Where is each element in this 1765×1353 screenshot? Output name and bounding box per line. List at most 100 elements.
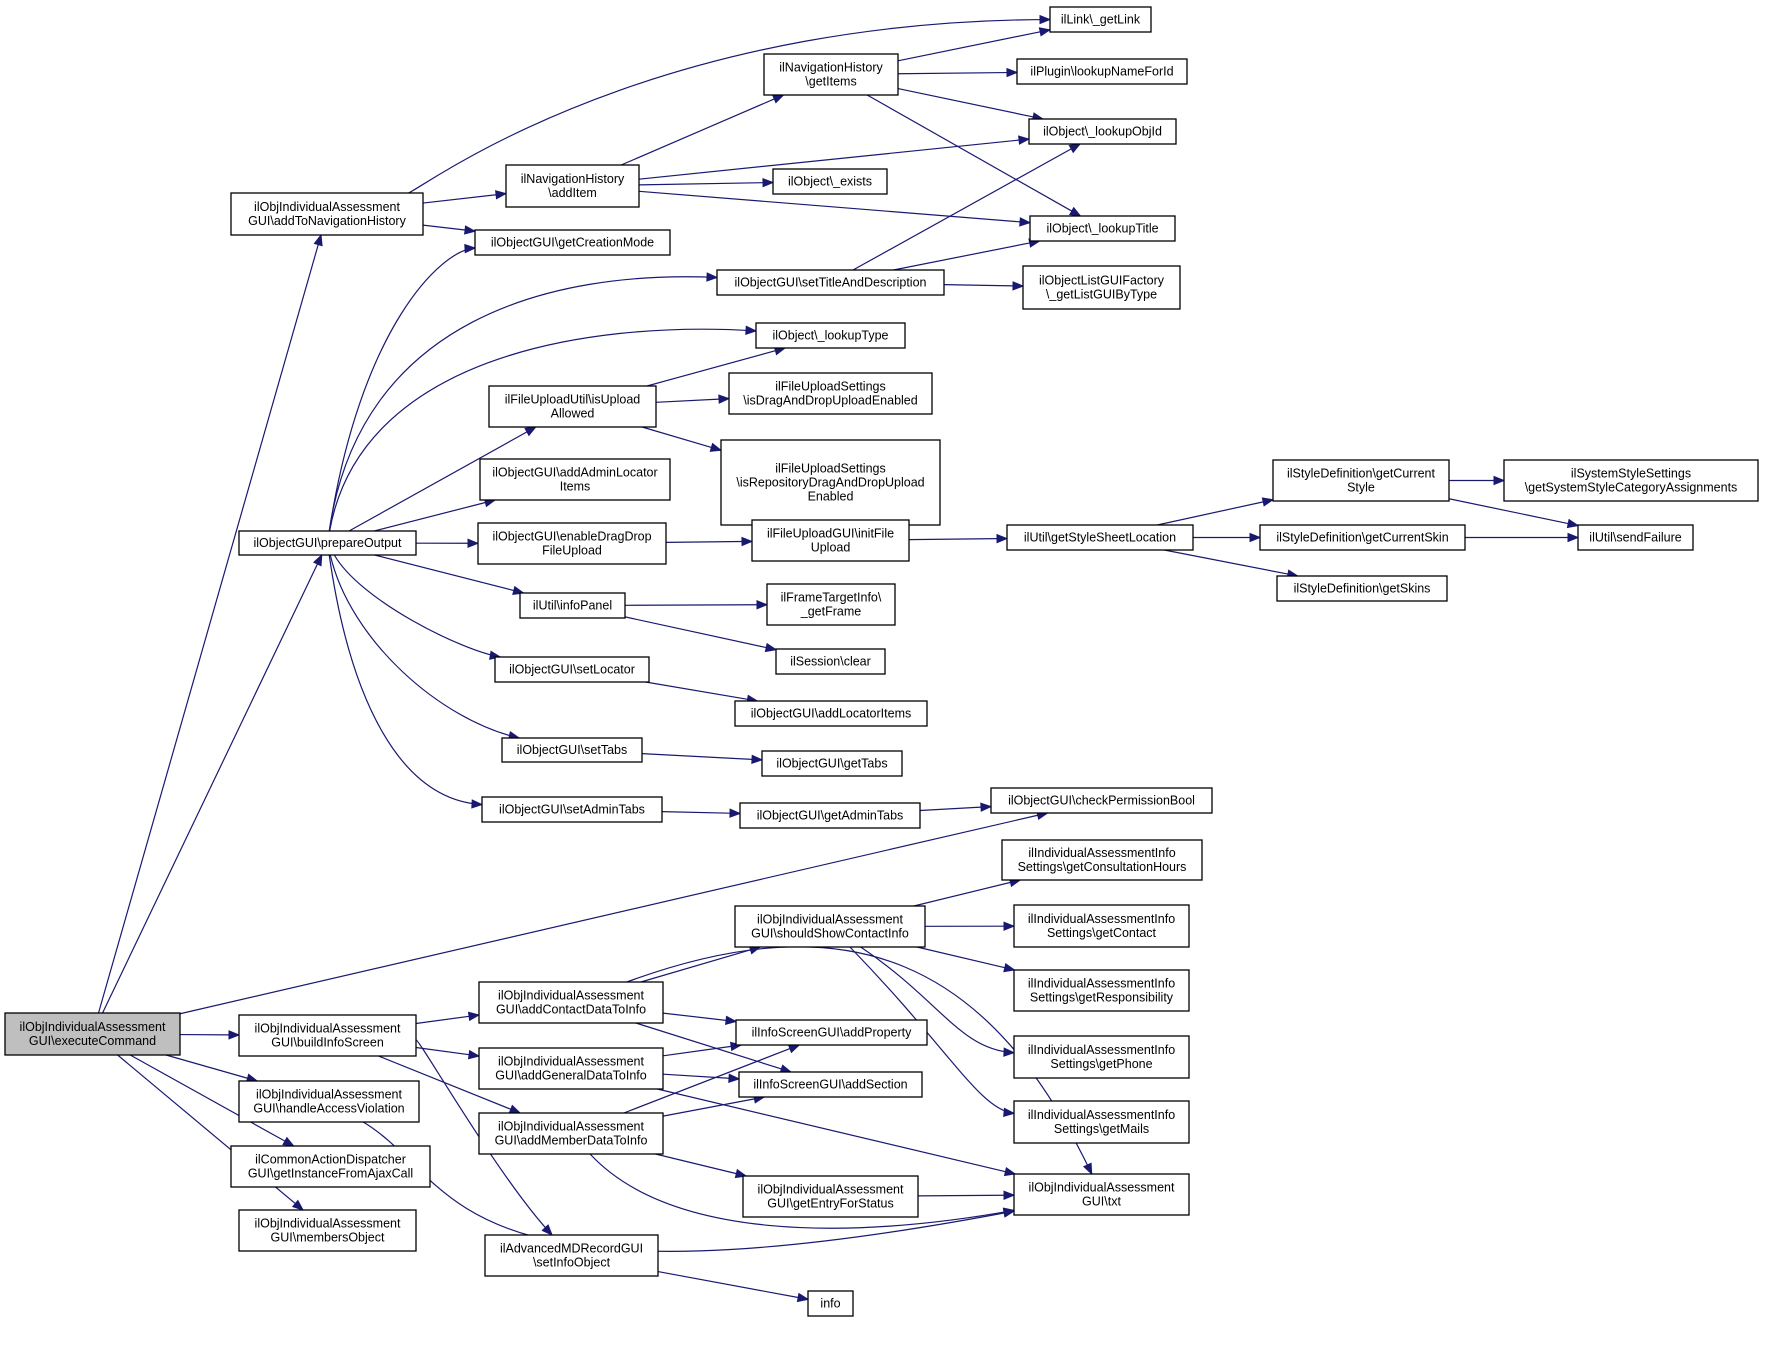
node-box [1006, 524, 1194, 551]
function-node-addSection[interactable]: ilInfoScreenGUI\addSection [738, 1071, 923, 1098]
function-node-setLocator[interactable]: ilObjectGUI\setLocator [494, 656, 650, 683]
function-node-getEntryForStatus[interactable]: ilObjIndividualAssessmentGUI\getEntryFor… [742, 1175, 919, 1218]
node-label: ilUtil\infoPanel [533, 599, 612, 613]
call-edge-buildInfoScreen-to-addContactDataToInfo [415, 1011, 481, 1025]
arrowhead-icon [1006, 67, 1019, 78]
arrowhead-icon [1003, 1107, 1016, 1118]
function-node-getMails[interactable]: ilIndividualAssessmentInfoSettings\getMa… [1013, 1100, 1190, 1144]
function-node-getStyleSheetLocation[interactable]: ilUtil\getStyleSheetLocation [1006, 524, 1194, 551]
node-label: ilObjIndividualAssessment [498, 989, 644, 1003]
call-edge-shouldShowContactInfo-to-getContact [924, 921, 1016, 931]
edge-line [374, 501, 486, 532]
function-node-handleAccessViolation[interactable]: ilObjIndividualAssessmentGUI\handleAcces… [238, 1080, 420, 1123]
node-label: ilInfoScreenGUI\addSection [753, 1078, 907, 1092]
function-node-getAdminTabs[interactable]: ilObjectGUI\getAdminTabs [739, 802, 921, 829]
function-node-getConsultationHours[interactable]: ilIndividualAssessmentInfoSettings\getCo… [1001, 839, 1203, 881]
arrowhead-icon [1261, 497, 1275, 507]
function-node-getSystemStyleCategoryAssignments[interactable]: ilSystemStyleSettings\getSystemStyleCate… [1503, 459, 1759, 502]
node-box [734, 905, 926, 948]
function-node-objExists[interactable]: ilObject\_exists [772, 168, 888, 195]
function-node-getPhone[interactable]: ilIndividualAssessmentInfoSettings\getPh… [1013, 1035, 1190, 1079]
edge-line [179, 814, 1038, 1015]
node-box [772, 168, 888, 195]
function-node-executeCommand[interactable]: ilObjIndividualAssessmentGUI\executeComm… [4, 1012, 181, 1056]
edge-line [852, 148, 1072, 271]
function-node-lookupType[interactable]: ilObject\_lookupType [755, 322, 906, 349]
function-node-setAdminTabs[interactable]: ilObjectGUI\setAdminTabs [481, 796, 663, 823]
function-node-addContactDataToInfo[interactable]: ilObjIndividualAssessmentGUI\addContactD… [478, 981, 664, 1024]
arrowhead-icon [764, 642, 778, 653]
function-node-setInfoObject[interactable]: ilAdvancedMDRecordGUI\setInfoObject [484, 1234, 659, 1277]
arrowhead-icon [725, 1015, 738, 1026]
function-node-navGetItems[interactable]: ilNavigationHistory\getItems [763, 53, 899, 96]
node-box [728, 372, 933, 415]
function-node-getTabs[interactable]: ilObjectGUI\getTabs [761, 750, 903, 777]
node-box [1259, 524, 1466, 551]
node-box [1272, 459, 1450, 502]
function-node-lookupObjId[interactable]: ilObject\_lookupObjId [1028, 118, 1177, 145]
arrowhead-icon [464, 243, 477, 254]
function-node-setTabs[interactable]: ilObjectGUI\setTabs [501, 737, 643, 763]
node-label: ilAdvancedMDRecordGUI [500, 1242, 643, 1256]
function-node-getResponsibility[interactable]: ilIndividualAssessmentInfoSettings\getRe… [1013, 969, 1190, 1012]
arrowhead-icon [467, 1011, 481, 1022]
node-box [751, 519, 910, 562]
call-edge-getStyleSheetLocation-to-getCurrentSkin [1193, 532, 1262, 543]
node-label: GUI\shouldShowContactInfo [751, 927, 909, 941]
function-node-getSkins[interactable]: ilStyleDefinition\getSkins [1276, 575, 1448, 602]
call-edge-getCurrentStyle-to-getSystemStyleCategoryAssignments [1449, 475, 1506, 486]
function-node-navAddItem[interactable]: ilNavigationHistory\addItem [505, 164, 640, 208]
edge-line [1448, 498, 1569, 525]
function-node-setTitleAndDescription[interactable]: ilObjectGUI\setTitleAndDescription [716, 269, 945, 296]
edge-line [662, 1045, 732, 1057]
function-node-addProperty[interactable]: ilInfoScreenGUI\addProperty [735, 1019, 928, 1046]
function-node-checkPermissionBool[interactable]: ilObjectGUI\checkPermissionBool [990, 787, 1213, 814]
node-label: ilIndividualAssessmentInfo [1028, 1108, 1175, 1122]
function-node-shouldShowContactInfo[interactable]: ilObjIndividualAssessmentGUI\shouldShowC… [734, 905, 926, 948]
node-label: ilObjectGUI\setAdminTabs [499, 803, 645, 817]
edge-line [661, 810, 731, 814]
function-node-getListGUIByType[interactable]: ilObjectListGUIFactory\_getListGUIByType [1022, 265, 1181, 310]
node-label: ilIndividualAssessmentInfo [1028, 912, 1175, 926]
function-node-getCurrentSkin[interactable]: ilStyleDefinition\getCurrentSkin [1259, 524, 1466, 551]
node-label: ilIndividualAssessmentInfo [1028, 846, 1175, 860]
function-node-lookupTitle[interactable]: ilObject\_lookupTitle [1029, 215, 1176, 242]
node-label: ilObjIndividualAssessment [256, 1088, 402, 1102]
function-node-getContact[interactable]: ilIndividualAssessmentInfoSettings\getCo… [1013, 904, 1190, 948]
function-node-prepareOutput[interactable]: ilObjectGUI\prepareOutput [238, 530, 417, 556]
function-node-getCreationMode[interactable]: ilObjectGUI\getCreationMode [474, 229, 671, 256]
function-node-infoPanel[interactable]: ilUtil\infoPanel [519, 592, 626, 619]
arrowhead-icon [1068, 206, 1082, 217]
function-node-getInstanceFromAjaxCall[interactable]: ilCommonActionDispatcherGUI\getInstanceF… [230, 1145, 431, 1188]
function-node-lookupNameForId[interactable]: ilPlugin\lookupNameForId [1016, 58, 1188, 85]
node-label: ilObjIndividualAssessment [254, 200, 400, 214]
arrowhead-icon [1493, 475, 1506, 486]
node-label: \getItems [805, 75, 856, 89]
function-node-isRepositoryDragAndDropUploadEnabled[interactable]: ilFileUploadSettings\isRepositoryDragAnd… [720, 439, 941, 526]
function-node-addGeneralDataToInfo[interactable]: ilObjIndividualAssessmentGUI\addGeneralD… [478, 1047, 664, 1090]
function-node-sendFailure[interactable]: ilUtil\sendFailure [1577, 524, 1694, 551]
function-node-getFrame[interactable]: ilFrameTargetInfo\_getFrame [766, 583, 896, 626]
function-node-isDragAndDropUploadEnabled[interactable]: ilFileUploadSettings\isDragAndDropUpload… [728, 372, 933, 415]
arrowhead-icon [1002, 1208, 1016, 1218]
function-node-info[interactable]: info [807, 1290, 854, 1317]
call-edge-buildInfoScreen-to-addGeneralDataToInfo [415, 1046, 481, 1060]
function-node-addToNavigationHistory[interactable]: ilObjIndividualAssessmentGUI\addToNaviga… [230, 192, 424, 236]
function-node-sessionClear[interactable]: ilSession\clear [775, 648, 886, 675]
function-node-buildInfoScreen[interactable]: ilObjIndividualAssessmentGUI\buildInfoSc… [238, 1014, 417, 1057]
function-node-addMemberDataToInfo[interactable]: ilObjIndividualAssessmentGUI\addMemberDa… [478, 1112, 664, 1155]
node-box [494, 656, 650, 683]
function-node-membersObject[interactable]: ilObjIndividualAssessmentGUI\membersObje… [238, 1209, 417, 1252]
node-box [519, 592, 626, 619]
function-node-addLocatorItems[interactable]: ilObjectGUI\addLocatorItems [734, 700, 928, 727]
call-edge-executeCommand-to-addToNavigationHistory [97, 233, 323, 1014]
function-node-getLink[interactable]: ilLink\_getLink [1049, 6, 1152, 33]
node-label: ilObjectGUI\checkPermissionBool [1008, 794, 1195, 808]
call-edge-navGetItems-to-lookupObjId [897, 87, 1045, 122]
